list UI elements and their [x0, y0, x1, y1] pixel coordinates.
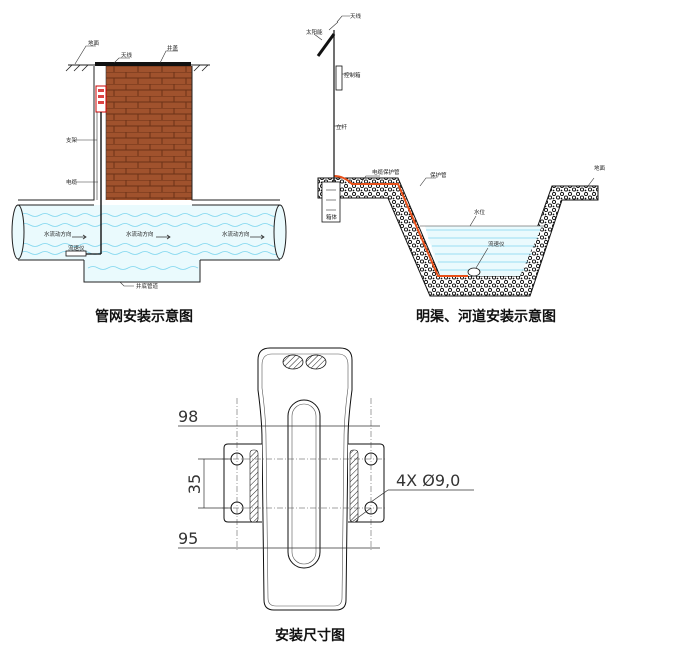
shaft-wall-left — [84, 66, 95, 201]
label-antenna: 天线 — [121, 51, 133, 59]
mount-dimension-drawing: 98 35 95 4X Ø9,0 安装尺寸图 — [178, 347, 474, 644]
label-flow-right: 水流动方向 — [222, 230, 250, 238]
manhole-cover — [95, 62, 191, 66]
label-ground: 地面 — [88, 39, 100, 47]
pipe-end-right — [273, 204, 287, 260]
centerlines — [222, 398, 386, 550]
brick-wall — [106, 66, 192, 200]
orange-cable — [333, 175, 468, 277]
label-protect: 保护管 — [430, 171, 447, 179]
pipe-caption: 管网安装示意图 — [95, 308, 193, 325]
ground-box — [321, 181, 341, 223]
label-pole: 立杆 — [336, 123, 348, 131]
center-slot — [287, 399, 321, 569]
pipe-waves — [19, 213, 281, 270]
sump — [83, 260, 201, 283]
label-controller-2: 控制箱 — [344, 71, 361, 79]
label-sensor: 流速仪 — [68, 244, 85, 252]
label-wire: 电缆 — [66, 178, 78, 186]
dim-98: 98 — [178, 407, 198, 426]
dim-95: 95 — [178, 529, 198, 548]
channel-water — [425, 226, 542, 276]
dim-35: 35 — [185, 474, 204, 494]
label-cable-tube: 电缆保护管 — [372, 168, 400, 176]
dim-holes: 4X Ø9,0 — [396, 471, 460, 490]
channel-leaders — [313, 15, 595, 269]
label-box: 箱体 — [326, 213, 338, 221]
label-cover: 井盖 — [167, 44, 179, 52]
label-solar: 太阳能 — [306, 28, 323, 36]
label-ground-2: 地面 — [594, 164, 606, 172]
channel-waves — [426, 229, 540, 271]
mount-caption: 安装尺寸图 — [275, 627, 345, 644]
channel-caption: 明渠、河道安装示意图 — [416, 308, 556, 325]
dimension-lines — [178, 425, 474, 549]
channel-sensor — [467, 267, 481, 277]
cable-hole-left — [282, 354, 304, 370]
pipe-install-diagram: 地面 天线 井盖 支架 电缆 水流动方向 水流动方向 水流动方向 流速仪 井底管… — [11, 39, 287, 325]
label-flow-mid: 水流动方向 — [126, 230, 154, 238]
pole-controller — [335, 65, 343, 91]
label-sensor-2: 流速仪 — [488, 240, 505, 248]
pipe-leaders — [74, 45, 178, 287]
solar-panel — [316, 33, 336, 57]
channel-install-diagram: 太阳能 天线 控制箱 立杆 电缆保护管 保护管 地面 箱体 水位 流速仪 明渠、… — [306, 12, 606, 325]
label-antenna-2: 天线 — [350, 12, 362, 20]
pipe-end-left — [11, 204, 25, 260]
flow-sensor — [65, 250, 87, 257]
flow-arrows — [72, 234, 265, 240]
cable-hole-right — [305, 354, 327, 370]
label-support: 支架 — [66, 136, 78, 144]
shaft-wall-right — [191, 66, 280, 201]
label-bottom: 井底管道 — [136, 282, 159, 290]
ground-hatch — [65, 64, 209, 72]
label-water: 水位 — [474, 208, 486, 216]
label-flow-left: 水流动方向 — [44, 230, 72, 238]
